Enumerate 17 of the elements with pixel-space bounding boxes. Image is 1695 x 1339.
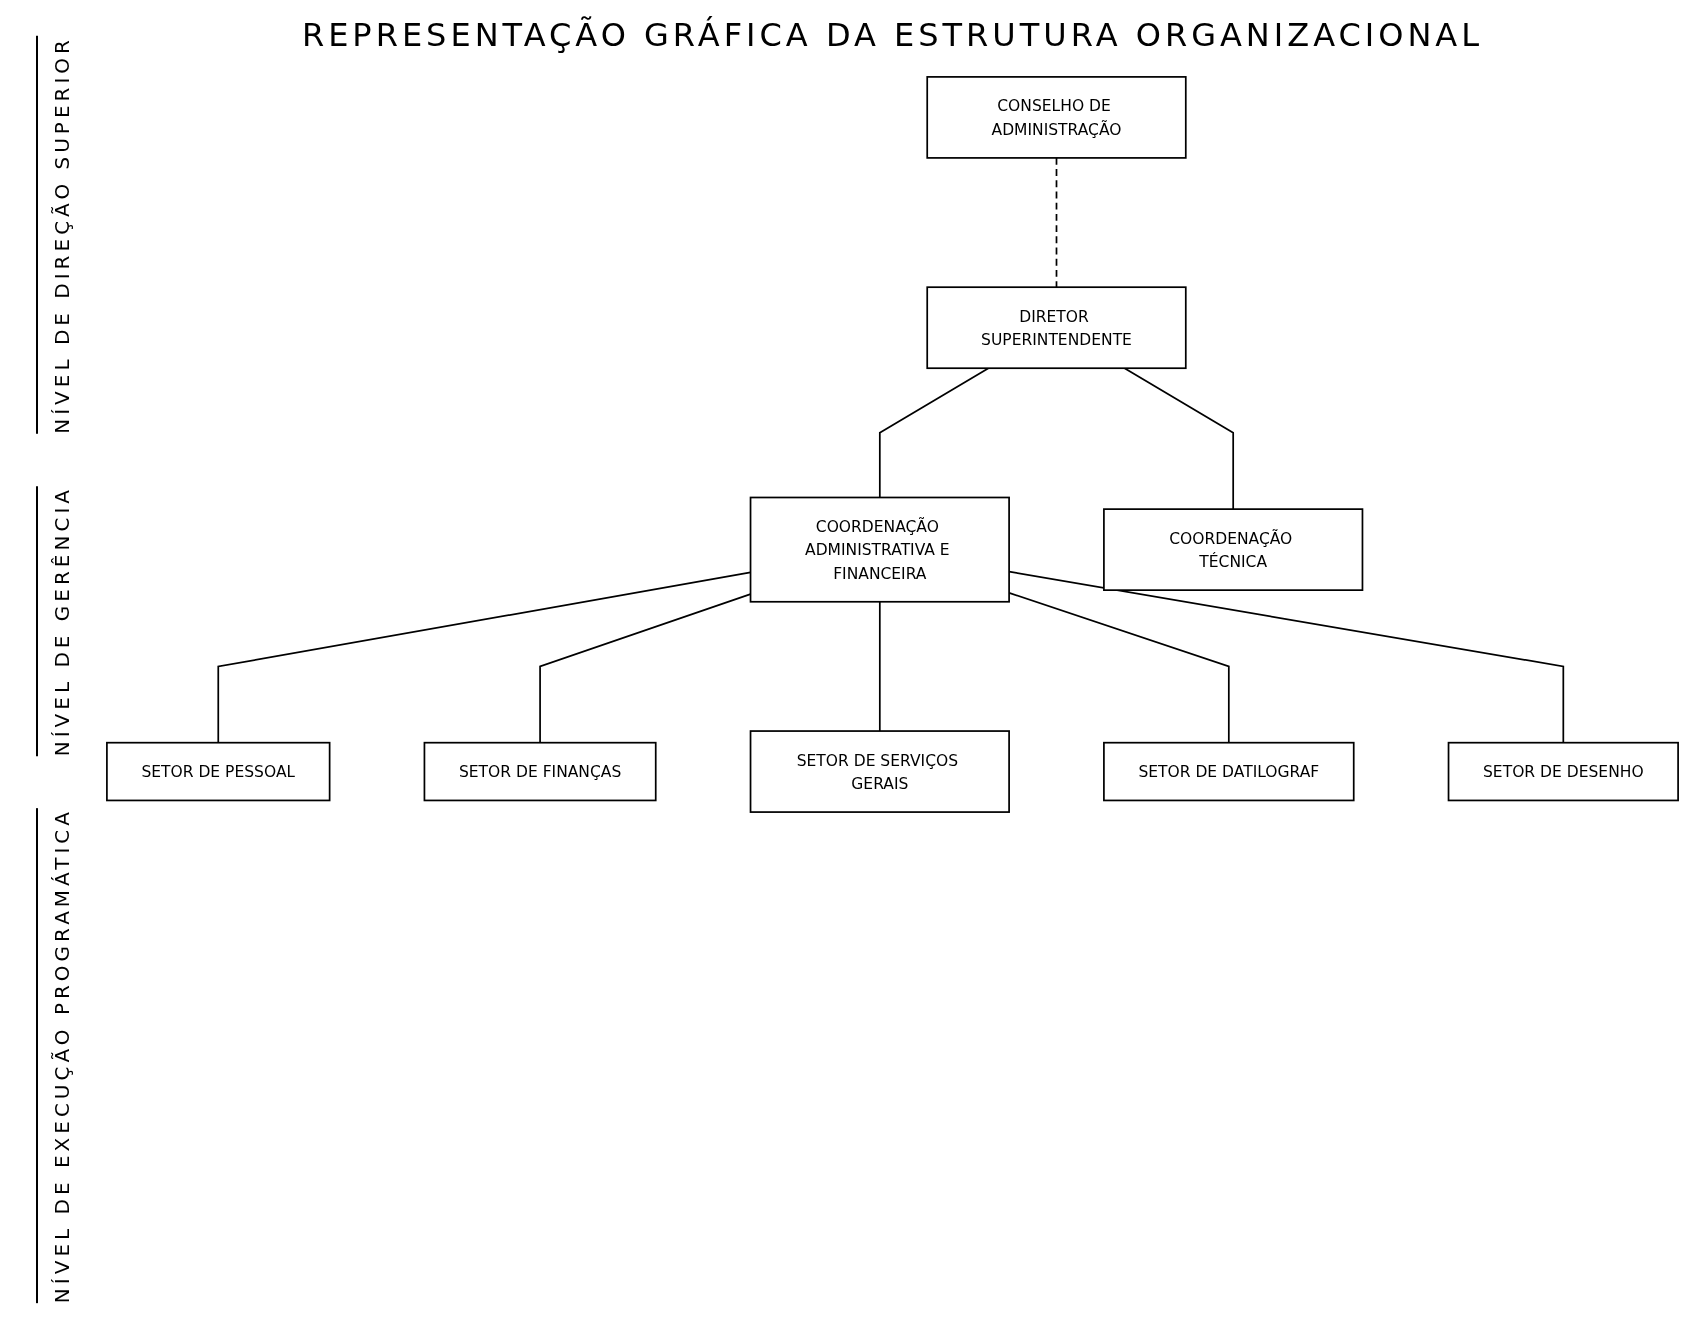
connector <box>1123 367 1235 510</box>
connector <box>1055 157 1058 289</box>
node-box: SETOR DE PESSOAL <box>106 741 331 802</box>
node-box: SETOR DE DESENHO <box>1447 741 1679 802</box>
level-label: NÍVEL DE EXECUÇÃO PROGRAMÁTICA <box>36 807 74 1303</box>
node-box: SETOR DE DATILOGRAF <box>1103 741 1355 802</box>
node-box: CONSELHO DE ADMINISTRAÇÃO <box>926 76 1187 159</box>
node-box: COORDENAÇÃO ADMINISTRATIVA E FINANCEIRA <box>749 496 1010 603</box>
node-box: SETOR DE FINANÇAS <box>423 741 657 802</box>
node-box: COORDENAÇÃO TÉCNICA <box>1103 508 1364 591</box>
node-box: SETOR DE SERVIÇOS GERAIS <box>749 730 1010 813</box>
level-label: NÍVEL DE DIREÇÃO SUPERIOR <box>36 35 74 434</box>
connector <box>878 367 990 499</box>
level-label: NÍVEL DE GERÊNCIA <box>36 485 74 756</box>
diagram-title: REPRESENTAÇÃO GRÁFICA DA ESTRUTURA ORGANIZACIONAL <box>301 16 1484 54</box>
node-box: DIRETOR SUPERINTENDENTE <box>926 286 1187 370</box>
connector <box>878 600 881 732</box>
